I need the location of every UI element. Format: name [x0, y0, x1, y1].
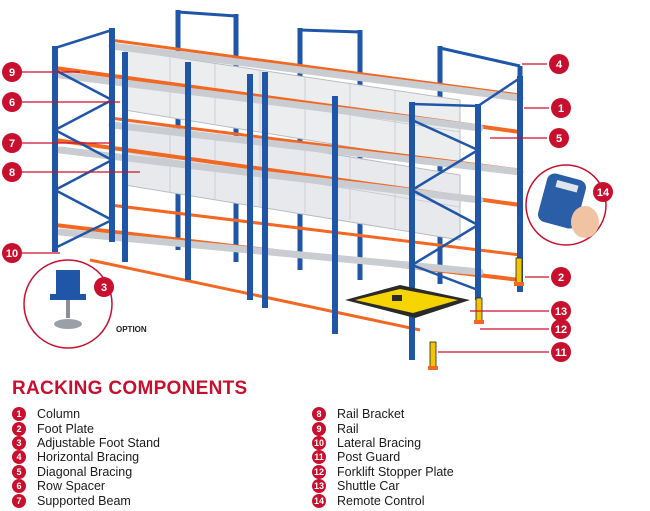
legend-number: 11	[312, 450, 326, 465]
shuttle-car	[345, 285, 470, 318]
legend-item-horizontal-bracing: 4 Horizontal Bracing	[12, 450, 160, 465]
callout-8: 8	[2, 162, 22, 182]
legend-label: Row Spacer	[37, 479, 106, 494]
remote-control-inset	[525, 164, 607, 246]
option-label: OPTION	[116, 325, 147, 334]
legend-label: Foot Plate	[37, 421, 94, 436]
legend-item-row-spacer: 6 Row Spacer	[12, 479, 160, 494]
legend-label: Shuttle Car	[337, 479, 400, 494]
legend-right-column: 8 Rail Bracket 9 Rail 10 Lateral Bracing 11…	[312, 407, 454, 508]
svg-text:11: 11	[555, 347, 567, 359]
legend-item-rail-bracket: 8 Rail Bracket	[312, 407, 454, 422]
legend-label: Supported Beam	[37, 493, 131, 508]
legend-label: Rail	[337, 421, 359, 436]
callout-4: 4	[549, 54, 569, 74]
legend-label: Horizontal Bracing	[37, 450, 140, 465]
legend-number: 3	[12, 435, 26, 450]
legend-label: Rail Bracket	[337, 407, 405, 422]
legend-item-rail: 9 Rail	[312, 421, 454, 436]
svg-text:8: 8	[9, 167, 15, 179]
legend-number: 1	[12, 407, 26, 422]
legend-label: Diagonal Bracing	[37, 464, 133, 479]
legend-number: 9	[312, 421, 326, 436]
legend-item-column: 1 Column	[12, 407, 160, 422]
post-guards	[428, 257, 524, 370]
svg-text:2: 2	[558, 272, 564, 284]
callout-3: 3	[94, 277, 114, 297]
legend-number: 4	[12, 450, 26, 465]
legend-number: 12	[312, 464, 326, 479]
legend-item-shuttle-car: 13 Shuttle Car	[312, 479, 454, 494]
legend-number: 13	[312, 479, 326, 494]
legend-item-diagonal-bracing: 5 Diagonal Bracing	[12, 464, 160, 479]
callout-13: 13	[551, 301, 571, 321]
legend-number: 14	[312, 493, 326, 508]
legend-number: 10	[312, 435, 326, 450]
legend-item-supported-beam: 7 Supported Beam	[12, 493, 160, 508]
legend-left-column: 1 Column 2 Foot Plate 3 Adjustable Foot Sta…	[12, 407, 160, 508]
svg-text:13: 13	[555, 306, 567, 318]
callout-10: 10	[2, 243, 22, 263]
svg-text:4: 4	[556, 59, 563, 71]
callout-7: 7	[2, 133, 22, 153]
callout-5: 5	[549, 128, 569, 148]
callout-12: 12	[551, 319, 571, 339]
racking-diagram: 9 6 7 8 10 3 4 1 5 14 2 13 12 11	[2, 10, 613, 370]
legend-number: 6	[12, 479, 26, 494]
legend-label: Column	[37, 407, 81, 422]
legend-item-forklift-stopper-plate: 12 Forklift Stopper Plate	[312, 464, 454, 479]
svg-text:14: 14	[597, 187, 610, 199]
callout-11: 11	[551, 342, 571, 362]
section-heading: RACKING COMPONENTS	[12, 378, 248, 399]
legend-item-lateral-bracing: 10 Lateral Bracing	[312, 435, 454, 450]
legend-item-post-guard: 11 Post Guard	[312, 450, 454, 465]
svg-text:9: 9	[9, 67, 15, 79]
legend-number: 7	[12, 493, 26, 508]
legend-item-adjustable-foot-stand: 3 Adjustable Foot Stand	[12, 435, 160, 450]
legend-label: Remote Control	[337, 493, 425, 508]
legend-item-remote-control: 14 Remote Control	[312, 493, 454, 508]
callout-6: 6	[2, 92, 22, 112]
legend-item-foot-plate: 2 Foot Plate	[12, 421, 160, 436]
legend-number: 5	[12, 464, 26, 479]
legend-label: Forklift Stopper Plate	[337, 464, 454, 479]
callout-leaders	[22, 63, 549, 353]
svg-text:12: 12	[555, 324, 567, 336]
legend-number: 8	[312, 407, 326, 422]
legend-label: Lateral Bracing	[337, 435, 422, 450]
callout-9: 9	[2, 62, 22, 82]
diagonal-bracing	[52, 28, 521, 292]
svg-text:5: 5	[556, 133, 562, 145]
callout-14: 14	[593, 182, 613, 202]
svg-text:1: 1	[558, 103, 564, 115]
svg-text:10: 10	[6, 248, 18, 260]
callout-2: 2	[551, 267, 571, 287]
svg-text:6: 6	[9, 97, 15, 109]
svg-text:3: 3	[101, 282, 107, 294]
legend-label: Adjustable Foot Stand	[37, 435, 160, 450]
svg-text:7: 7	[9, 138, 15, 150]
legend-number: 2	[12, 421, 26, 436]
callout-1: 1	[551, 98, 571, 118]
foot-stand-inset	[23, 259, 113, 349]
legend-label: Post Guard	[337, 450, 401, 465]
